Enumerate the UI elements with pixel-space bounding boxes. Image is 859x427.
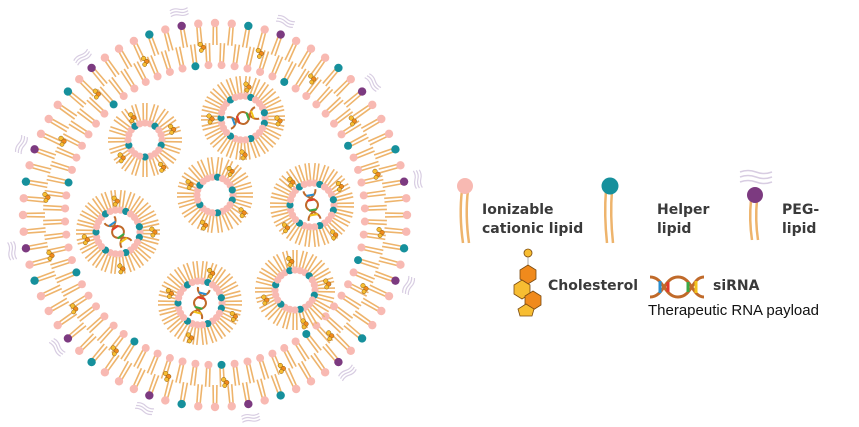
lipid-nanoparticle-diagram: [7, 7, 423, 423]
helper-lipid-icon: [601, 177, 619, 244]
cholesterol-label: Cholesterol: [548, 278, 638, 294]
ionizable-lipid-icon: [457, 178, 473, 244]
inner-micelle: [200, 75, 286, 161]
ionizable-line1: Ionizable: [482, 202, 554, 218]
outer-lipid-bilayer: [7, 7, 423, 423]
peg-chain: [73, 48, 92, 66]
peg-chain: [241, 412, 261, 423]
peg-lipid-icon: [739, 169, 773, 241]
peg-chain: [48, 338, 66, 357]
ionizable-line2: cationic lipid: [482, 221, 584, 237]
peg-chain: [14, 135, 28, 155]
sirna-icon: [226, 106, 260, 130]
cholesterol-icon: [513, 248, 542, 317]
peg-chain: [402, 275, 416, 295]
peg-line1: PEG-: [782, 202, 820, 218]
inner-micelle: [75, 189, 161, 275]
helper-line2: lipid: [657, 221, 692, 237]
helper-line1: Helper: [657, 202, 710, 218]
inner-micelle: [269, 162, 355, 248]
sirna-icon: [649, 275, 705, 299]
peg-chain: [364, 73, 382, 92]
peg-chain: [412, 169, 423, 189]
therapeutic-rna-payload-label: Therapeutic RNA payload: [648, 302, 819, 319]
ionizable-lipid-label: Ionizable cationic lipid: [482, 201, 583, 239]
sirna-icon: [302, 189, 322, 221]
peg-line2: lipid: [782, 221, 817, 237]
inner-micelle: [157, 260, 243, 346]
peg-chain: [169, 7, 189, 18]
helper-lipid-label: Helper lipid: [657, 201, 709, 239]
sirna-label: siRNA: [713, 278, 760, 294]
peg-lipid-label: PEG-lipid: [782, 201, 819, 239]
inner-micelle: [254, 249, 336, 331]
sirna-icon: [103, 215, 133, 249]
sirna-icon: [189, 286, 211, 320]
inner-micelle: [107, 102, 183, 178]
peg-chain: [7, 241, 18, 261]
peg-chain: [135, 402, 155, 416]
inner-micelle: [176, 157, 254, 233]
peg-chain: [275, 14, 295, 28]
peg-chain: [338, 364, 357, 382]
